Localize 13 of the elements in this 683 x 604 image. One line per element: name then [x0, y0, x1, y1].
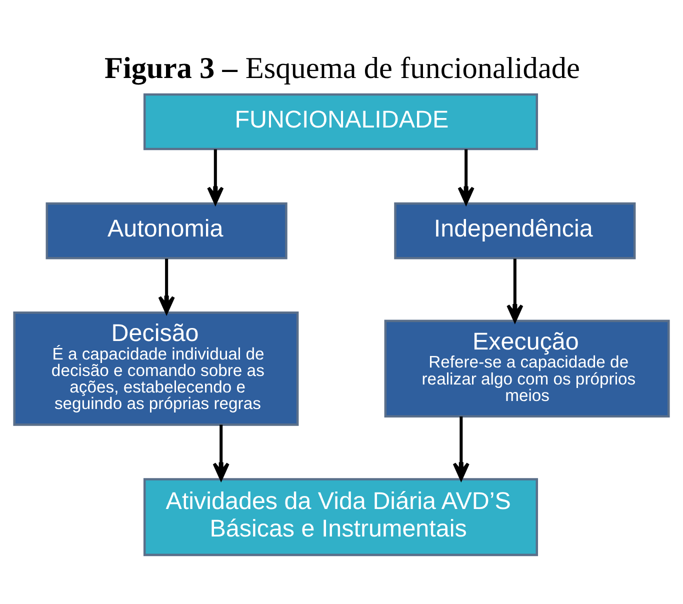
arrow — [207, 149, 224, 204]
arrow — [506, 258, 524, 322]
arrow — [452, 416, 470, 480]
node-box: Execução Refere-se a capacidade de realizar algo com os próprios meios — [384, 320, 670, 418]
node-box: Decisão É a capacidade individual de decisão e comando sobre as ações, estabelecendo e seguindo as próprias regras — [13, 311, 299, 426]
node-box: Atividades da Vida Diária AVD’S Básicas e Instrumentais — [143, 478, 538, 556]
arrow — [458, 149, 474, 204]
node-box: Autonomia — [46, 202, 288, 260]
arrow — [158, 258, 175, 314]
node-box: Independência — [394, 202, 636, 260]
diagram-title: Figura 3 – Esquema de funcionalidade — [104, 50, 580, 85]
node-box: FUNCIONALIDADE — [143, 93, 538, 150]
arrow — [212, 424, 230, 480]
